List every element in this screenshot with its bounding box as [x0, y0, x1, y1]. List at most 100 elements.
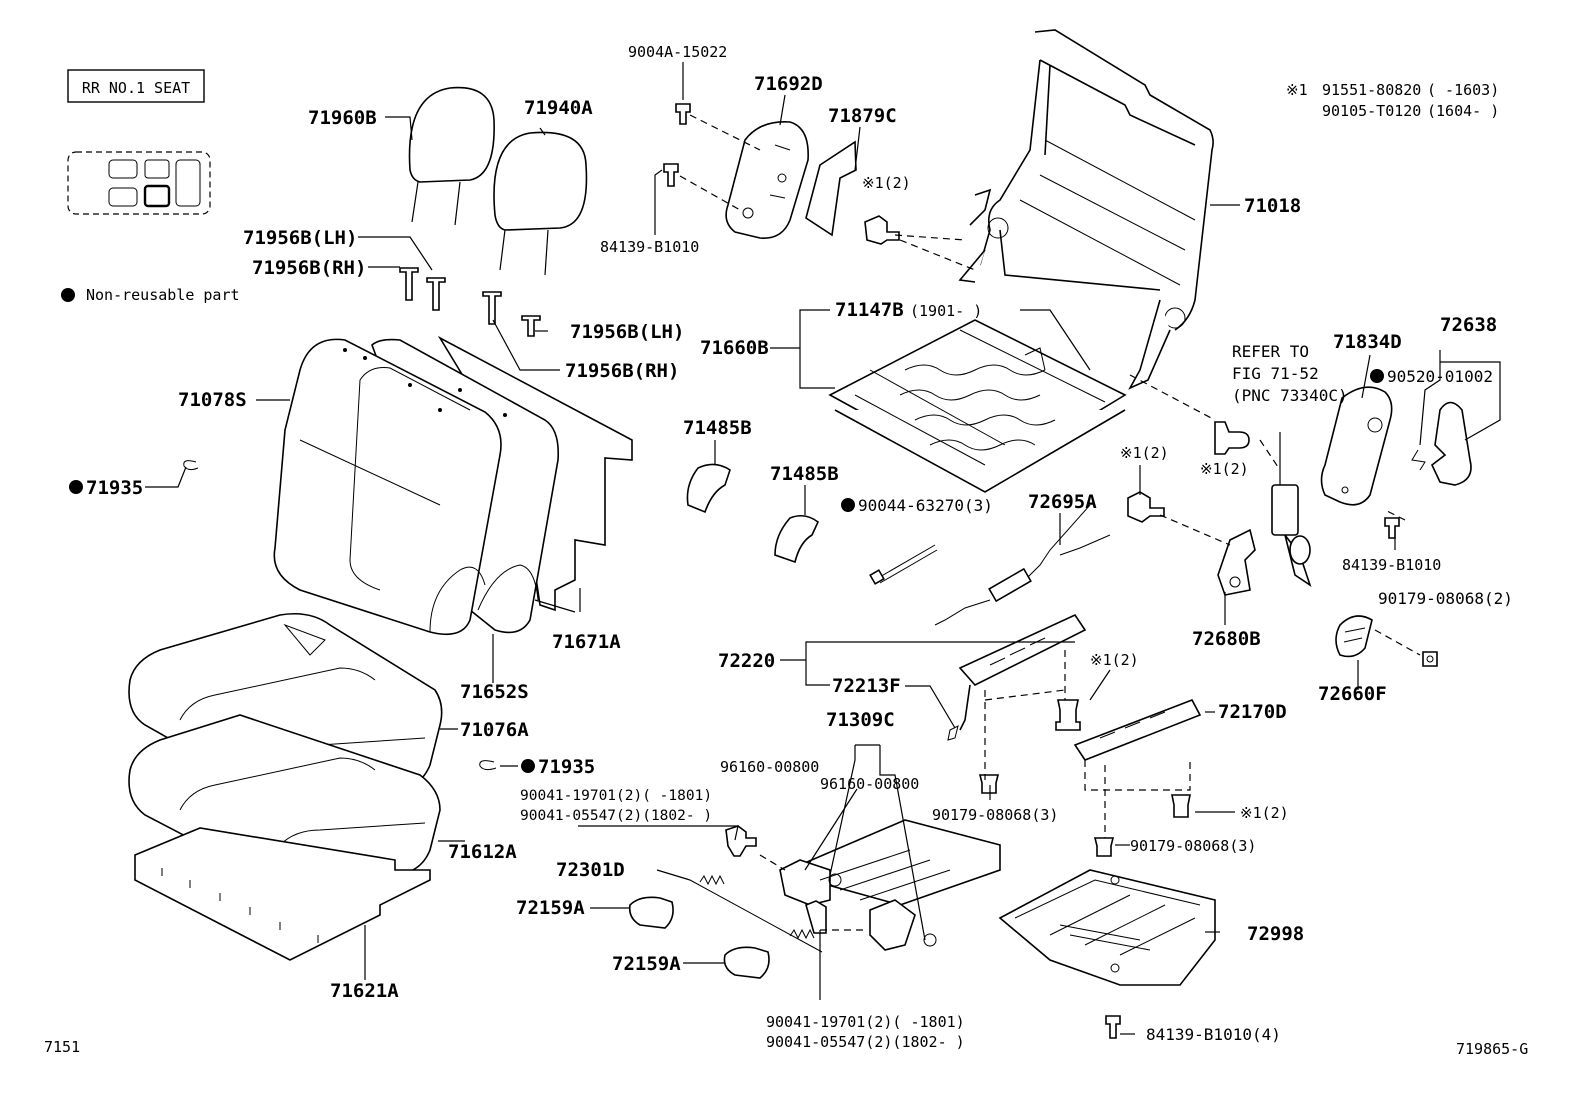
label-90044-63270: 90044-63270(3) — [858, 496, 993, 515]
adjuster-72220 — [947, 613, 1087, 741]
label-71956b-lh-2: 71956B(LH) — [570, 321, 684, 343]
nut-90179-08068-3b — [1093, 837, 1115, 857]
footer-left: 7151 — [44, 1038, 80, 1056]
screw-9004a-15022 — [675, 103, 691, 125]
bolt-90041-lower — [805, 900, 827, 934]
cushion-panel-71621a — [134, 827, 431, 961]
screw-84139-b1010-top — [663, 163, 679, 187]
headrest-71940a — [493, 131, 588, 276]
screw-84139-b1010-4 — [1105, 1015, 1121, 1039]
non-reusable-dot-icon — [69, 480, 83, 494]
leader-lines — [145, 62, 1501, 1035]
cover-72159a-2 — [723, 946, 770, 979]
seatback-cover-71078s — [273, 338, 507, 636]
label-mark1-b: ※1(2) — [1120, 444, 1169, 462]
label-72159a-2: 72159A — [612, 953, 681, 975]
legend-non-reusable: Non-reusable part — [61, 286, 240, 304]
label-84139-b1010-2: 84139-B1010 — [1342, 556, 1441, 574]
label-72170d: 72170D — [1218, 701, 1287, 723]
label-90179-08068-3b: 90179-08068(3) — [1130, 837, 1256, 855]
label-71671a: 71671A — [552, 631, 621, 653]
note-line2-part: 90105-T0120 — [1322, 102, 1421, 120]
bolt-mark1-upper — [864, 215, 900, 245]
non-reusable-dot-icon — [61, 288, 75, 302]
label-90179-08068-2: 90179-08068(2) — [1378, 589, 1513, 608]
adjuster-72170d — [1073, 698, 1202, 761]
handle-72660f — [1335, 615, 1373, 658]
cover-71692d — [725, 121, 809, 239]
label-84139-b1010-1: 84139-B1010 — [600, 238, 699, 256]
headrest-guides — [399, 267, 541, 337]
bolt-mark1-middle — [1127, 491, 1165, 523]
belt-buckle-ref — [1271, 484, 1312, 587]
seatback-frame-71018 — [958, 29, 1214, 390]
label-71652s: 71652S — [460, 681, 529, 703]
label-96160-00800-2: 96160-00800 — [820, 775, 919, 793]
label-71834d: 71834D — [1333, 331, 1402, 353]
label-90041-19701-1: 90041-19701(2)( -1801) — [520, 788, 712, 804]
label-71935-1: 71935 — [86, 477, 143, 499]
undercover-72998 — [998, 869, 1216, 986]
lock-72680b — [1217, 528, 1256, 596]
label-71018: 71018 — [1244, 195, 1301, 217]
clip-71935-upper — [183, 460, 199, 471]
headrest-71960b — [408, 86, 495, 226]
dashed-assembly-lines — [679, 114, 1421, 931]
label-71940a: 71940A — [524, 97, 593, 119]
label-72220: 72220 — [718, 650, 775, 672]
spring-72301d — [689, 874, 823, 953]
footer-right: 719865-G — [1456, 1040, 1528, 1058]
cable-72695a — [934, 504, 1111, 626]
label-71660b: 71660B — [700, 337, 769, 359]
bolt-90041-upper — [725, 825, 757, 857]
note-line1-part: 91551-80820 — [1322, 81, 1421, 99]
cover-72638 — [1411, 401, 1472, 486]
label-72638: 72638 — [1440, 314, 1497, 336]
label-84139-b1010-4: 84139-B1010(4) — [1146, 1025, 1281, 1044]
non-reusable-dot-icon — [841, 498, 855, 512]
note-mark: ※1 — [1286, 81, 1308, 99]
bolt-mark1-right — [1214, 421, 1250, 455]
label-90520-01002: 90520-01002 — [1387, 367, 1493, 386]
label-90041-05547-2: 90041-05547(2)(1802- ) — [766, 1033, 965, 1051]
cover-71879c — [805, 140, 857, 237]
cover-71834d — [1320, 386, 1393, 506]
cover-72159a-1 — [628, 896, 674, 929]
cushion-frame-71660b — [828, 319, 1127, 493]
label-71147b: 71147B — [835, 299, 904, 321]
refer-line2: FIG 71-52 — [1232, 364, 1319, 383]
part-labels: 71960B 71940A 71956B(LH) 71956B(RH) 7195… — [69, 43, 1513, 1051]
label-mark1-c: ※1(2) — [1200, 460, 1249, 478]
label-71147b-range: (1901- ) — [910, 302, 982, 320]
label-71956b-rh-1: 71956B(RH) — [252, 257, 366, 279]
label-71076a: 71076A — [460, 719, 529, 741]
pad-71485b-1 — [686, 463, 731, 514]
label-72213f: 72213F — [832, 675, 901, 697]
refer-line3: (PNC 73340C) — [1232, 386, 1348, 405]
label-72301d: 72301D — [556, 859, 625, 881]
note-line1-range: ( -1603) — [1427, 81, 1499, 99]
label-mark1-e: ※1(2) — [1240, 804, 1289, 822]
nut-90179-08068-3a — [978, 774, 1000, 794]
nut-90179-08068-2 — [1422, 651, 1438, 667]
bolt-mark1-adjuster — [1055, 699, 1081, 731]
non-reusable-dot-icon — [521, 759, 535, 773]
seat-layout-icon — [67, 151, 211, 215]
label-71956b-rh-2: 71956B(RH) — [565, 360, 679, 382]
label-96160-00800-1: 96160-00800 — [720, 758, 819, 776]
label-71309c: 71309C — [826, 709, 895, 731]
label-90041-05547-1: 90041-05547(2)(1802- ) — [520, 808, 712, 824]
label-71692d: 71692D — [754, 73, 823, 95]
label-90179-08068-3a: 90179-08068(3) — [932, 806, 1058, 824]
label-9004a-15022: 9004A-15022 — [628, 43, 727, 61]
label-71960b: 71960B — [308, 107, 377, 129]
refer-line1: REFER TO — [1232, 342, 1309, 361]
seat-track-71309c — [779, 819, 1001, 951]
label-72695a: 72695A — [1028, 491, 1097, 513]
replacement-note: ※1 91551-80820 ( -1603) 90105-T0120 (160… — [1286, 81, 1499, 120]
label-72660f: 72660F — [1318, 683, 1387, 705]
label-72680b: 72680B — [1192, 628, 1261, 650]
label-71485b-1: 71485B — [683, 417, 752, 439]
label-90041-19701-2: 90041-19701(2)( -1801) — [766, 1013, 965, 1031]
